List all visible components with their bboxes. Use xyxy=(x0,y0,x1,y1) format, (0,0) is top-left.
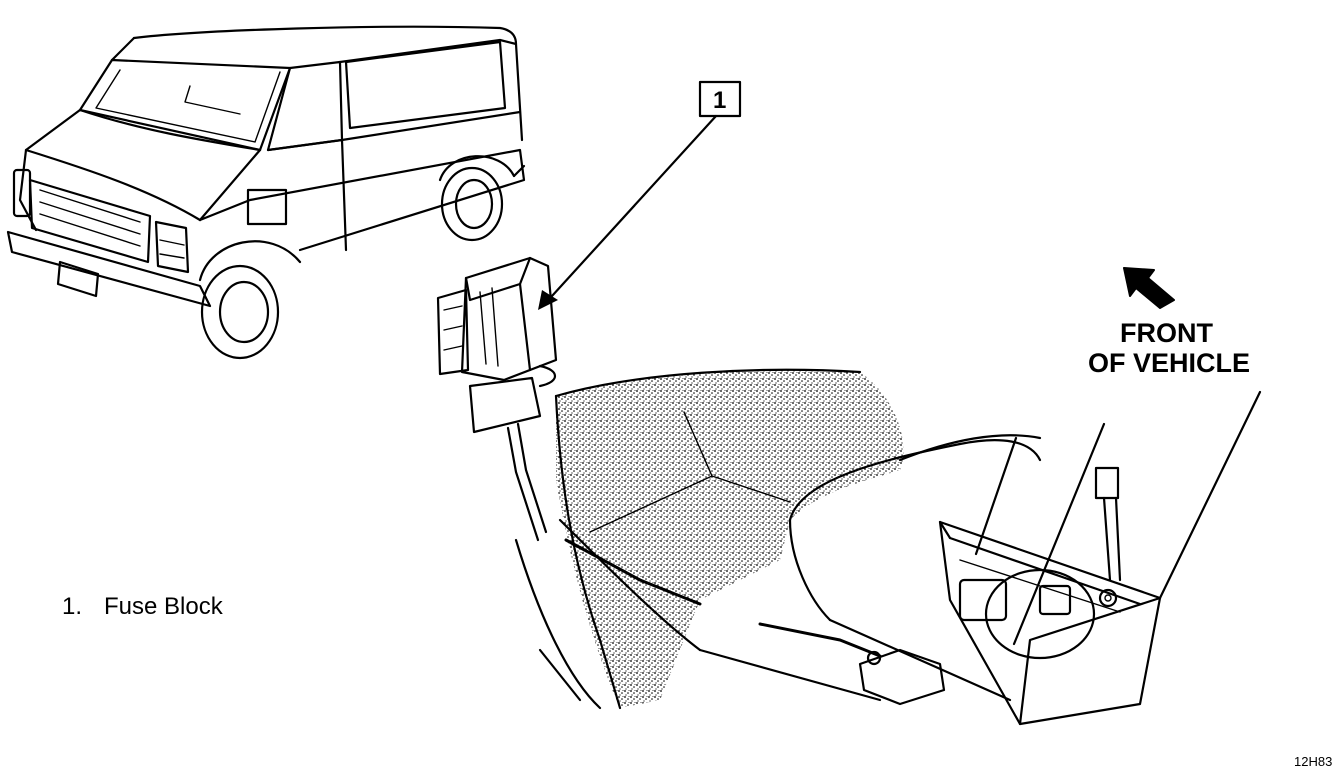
direction-arrow xyxy=(1123,267,1175,309)
front-label-line1: FRONT xyxy=(1120,318,1213,348)
callout-number: 1 xyxy=(713,87,726,114)
legend: 1. Fuse Block xyxy=(62,593,224,620)
front-label-line2: OF VEHICLE xyxy=(1088,348,1250,378)
van-illustration xyxy=(6,25,526,360)
legend-item-number: 1. xyxy=(62,593,82,620)
callout-1: 1 xyxy=(538,80,742,310)
figure-code: 12H83 xyxy=(1294,754,1332,769)
callout-arrowhead xyxy=(538,290,558,310)
fuse-block-illustration xyxy=(436,256,558,542)
floor-console-illustration xyxy=(514,368,1262,726)
legend-item-label: Fuse Block xyxy=(104,593,224,620)
